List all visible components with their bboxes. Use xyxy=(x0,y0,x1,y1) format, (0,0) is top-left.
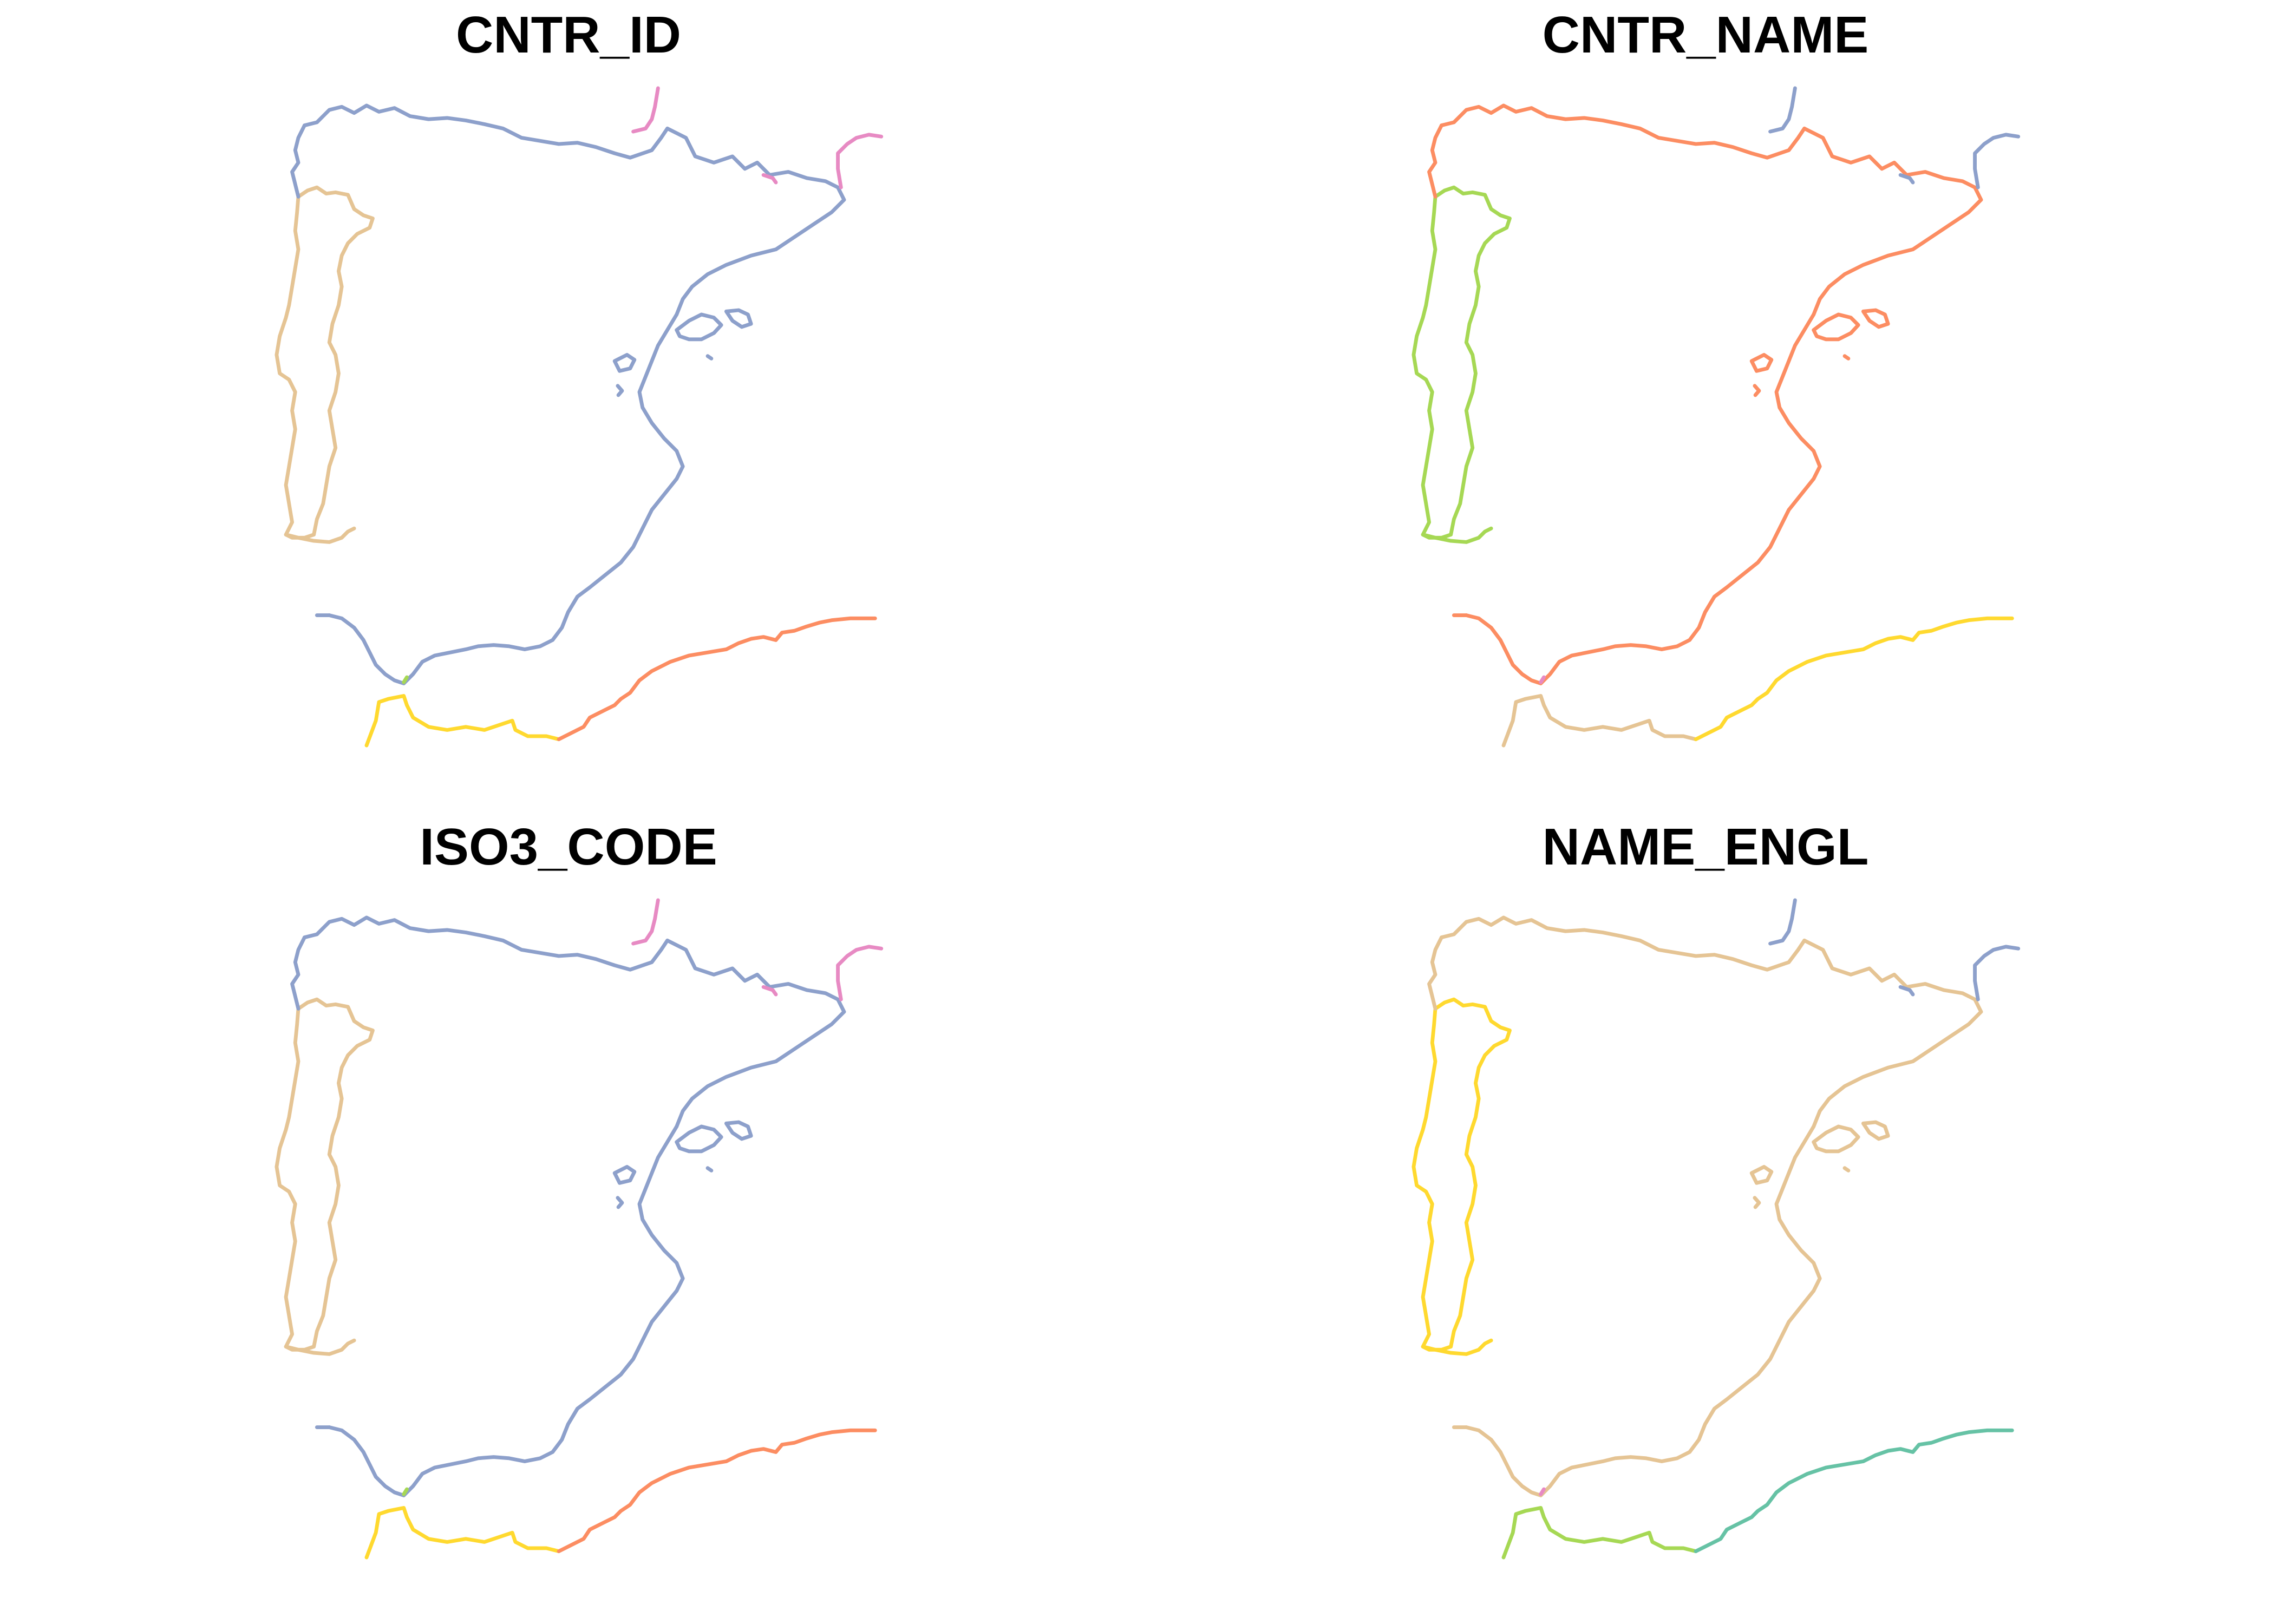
iberia-map xyxy=(275,86,884,748)
spain-outline xyxy=(724,308,753,329)
algeria-outline xyxy=(557,616,877,742)
spain-outline xyxy=(616,384,624,397)
spain-outline xyxy=(1440,103,1806,160)
iberia-map xyxy=(1412,86,2021,748)
spain-outline xyxy=(1464,312,1822,685)
algeria-outline xyxy=(1694,1428,2014,1554)
iberia-map xyxy=(1412,898,2021,1560)
andorra-outline xyxy=(761,173,778,185)
spain-outline xyxy=(1440,915,1806,972)
france-e-outline xyxy=(1973,945,2021,1001)
iberia-map xyxy=(275,898,884,1560)
map-panel-cntr-name: CNTR_NAME xyxy=(1137,0,2274,812)
map-panel-cntr-id: CNTR_ID xyxy=(0,0,1137,812)
gibraltar-outline xyxy=(1539,675,1546,684)
spain-outline xyxy=(1812,312,1860,342)
panel-title: CNTR_ID xyxy=(455,6,681,64)
spain-outline xyxy=(675,312,723,342)
map-panel-iso3-code: ISO3_CODE xyxy=(0,812,1137,1624)
portugal-outline xyxy=(296,997,375,1349)
gibraltar-outline xyxy=(402,675,409,684)
panel-title: NAME_ENGL xyxy=(1542,818,1869,876)
gibraltar-outline xyxy=(402,1487,409,1496)
spain-outline xyxy=(1464,1124,1822,1497)
spain-outline xyxy=(705,354,714,361)
morocco-outline xyxy=(1501,1506,1698,1560)
gibraltar-outline xyxy=(1539,1487,1546,1496)
portugal-outline xyxy=(1433,185,1512,537)
spain-outline xyxy=(1802,938,1983,1129)
spain-outline xyxy=(327,1124,685,1497)
spain-outline xyxy=(1861,1120,1890,1141)
france-e-outline xyxy=(836,133,884,189)
portugal-outline xyxy=(1412,194,1493,544)
spain-outline xyxy=(327,312,685,685)
spain-outline xyxy=(1749,353,1774,373)
france-w-outline xyxy=(1768,86,1797,134)
andorra-outline xyxy=(1898,985,1915,997)
spain-outline xyxy=(665,938,846,1129)
spain-outline xyxy=(1753,384,1761,397)
portugal-outline xyxy=(275,194,356,544)
morocco-outline xyxy=(364,694,561,748)
panel-title: ISO3_CODE xyxy=(420,818,717,876)
spain-outline xyxy=(1842,1166,1851,1173)
france-w-outline xyxy=(631,86,660,134)
morocco-outline xyxy=(1501,694,1698,748)
portugal-outline xyxy=(1433,997,1512,1349)
spain-outline xyxy=(1753,1196,1761,1209)
spain-outline xyxy=(1427,935,1443,1011)
portugal-outline xyxy=(1412,1006,1493,1356)
spain-outline xyxy=(1842,354,1851,361)
andorra-outline xyxy=(1898,173,1915,185)
spain-outline xyxy=(675,1124,723,1154)
spain-outline xyxy=(612,1165,637,1185)
algeria-outline xyxy=(557,1428,877,1554)
portugal-outline xyxy=(296,185,375,537)
france-w-outline xyxy=(1768,898,1797,946)
spain-outline xyxy=(303,915,669,972)
map-panel-name-engl: NAME_ENGL xyxy=(1137,812,2274,1624)
portugal-outline xyxy=(275,1006,356,1356)
france-w-outline xyxy=(631,898,660,946)
morocco-outline xyxy=(364,1506,561,1560)
spain-outline xyxy=(665,126,846,317)
spain-outline xyxy=(290,935,306,1011)
spain-outline xyxy=(616,1196,624,1209)
spain-outline xyxy=(1812,1124,1860,1154)
france-e-outline xyxy=(836,945,884,1001)
spain-outline xyxy=(1861,308,1890,329)
spain-outline xyxy=(705,1166,714,1173)
spain-outline xyxy=(1802,126,1983,317)
panel-title: CNTR_NAME xyxy=(1542,6,1869,64)
spain-outline xyxy=(612,353,637,373)
andorra-outline xyxy=(761,985,778,997)
spain-outline xyxy=(290,123,306,199)
algeria-outline xyxy=(1694,616,2014,742)
spain-outline xyxy=(724,1120,753,1141)
spain-outline xyxy=(303,103,669,160)
spain-outline xyxy=(1749,1165,1774,1185)
spain-outline xyxy=(1427,123,1443,199)
france-e-outline xyxy=(1973,133,2021,189)
